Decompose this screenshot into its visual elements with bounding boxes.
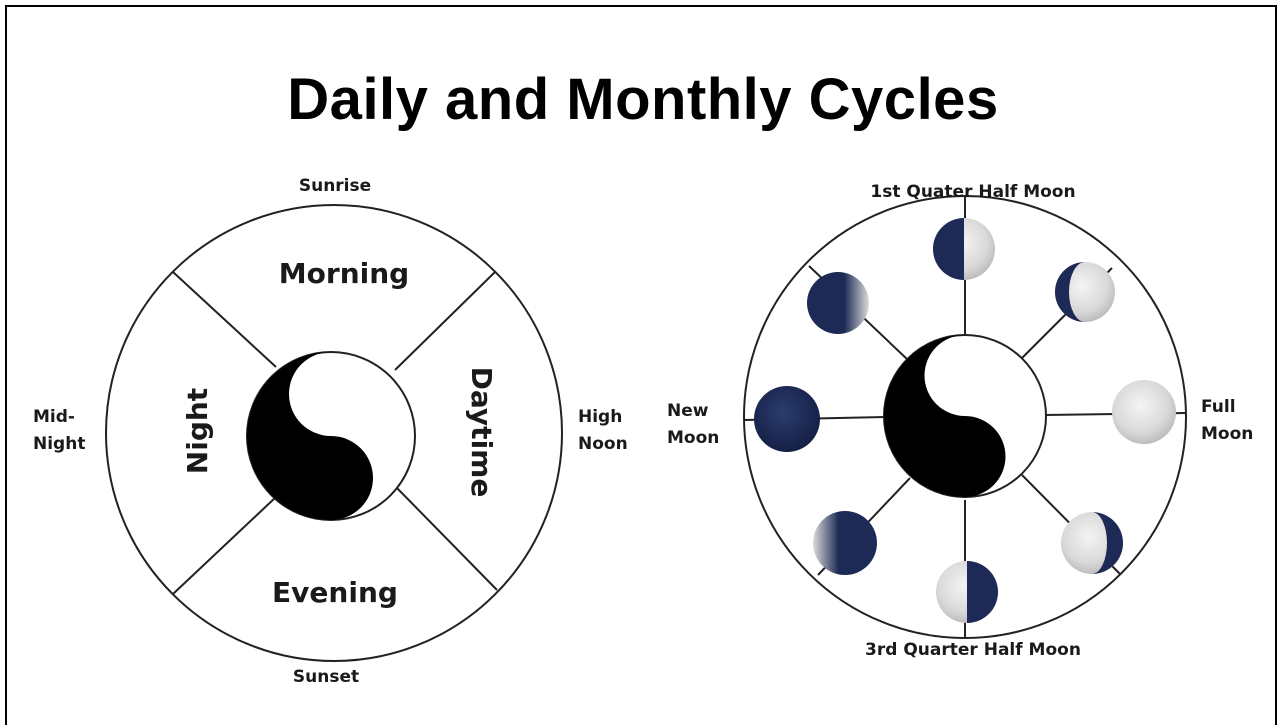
moon-waxing-gibbous-icon bbox=[1055, 262, 1115, 322]
monthly-cycle-diagram: 1st Quater Half Moon 3rd Quarter Half Mo… bbox=[667, 182, 1253, 660]
daily-cycle-diagram: Morning Evening Night Daytime Sunrise Su… bbox=[33, 176, 628, 687]
daily-yin-yang-icon bbox=[246, 351, 416, 521]
segment-label-night: Night bbox=[181, 388, 214, 474]
moon-waxing-crescent-icon bbox=[807, 272, 869, 334]
label-third-quarter: 3rd Quarter Half Moon bbox=[865, 640, 1081, 660]
moon-first-quarter-icon bbox=[933, 218, 995, 280]
divider-line bbox=[394, 271, 496, 371]
label-midnight-line2: Night bbox=[33, 434, 85, 454]
label-high-noon-line1: High bbox=[578, 407, 622, 427]
label-new-moon-line2: Moon bbox=[667, 428, 719, 448]
segment-label-morning: Morning bbox=[279, 257, 409, 290]
divider-line bbox=[172, 271, 277, 368]
segment-label-evening: Evening bbox=[272, 576, 398, 609]
moon-waning-crescent-icon bbox=[813, 511, 877, 575]
label-midnight-line1: Mid- bbox=[33, 407, 75, 427]
moon-waning-gibbous-icon bbox=[1061, 512, 1123, 574]
moon-third-quarter-icon bbox=[936, 561, 998, 623]
label-new-moon-line1: New bbox=[667, 401, 709, 421]
moon-new-moon-icon bbox=[754, 386, 820, 452]
segment-label-daytime: Daytime bbox=[465, 367, 498, 498]
label-full-moon-line2: Moon bbox=[1201, 424, 1253, 444]
moon-full-moon-icon bbox=[1112, 380, 1176, 444]
slide-frame bbox=[5, 5, 1277, 725]
divider-line bbox=[172, 496, 277, 595]
label-full-moon-line1: Full bbox=[1201, 397, 1236, 417]
divider-line bbox=[394, 485, 498, 591]
page-title: Daily and Monthly Cycles bbox=[287, 67, 999, 132]
label-sunset: Sunset bbox=[293, 667, 359, 687]
label-sunrise: Sunrise bbox=[299, 176, 371, 196]
monthly-yin-yang-icon bbox=[883, 334, 1047, 498]
label-first-quarter: 1st Quater Half Moon bbox=[870, 182, 1075, 202]
label-high-noon-line2: Noon bbox=[578, 434, 628, 454]
